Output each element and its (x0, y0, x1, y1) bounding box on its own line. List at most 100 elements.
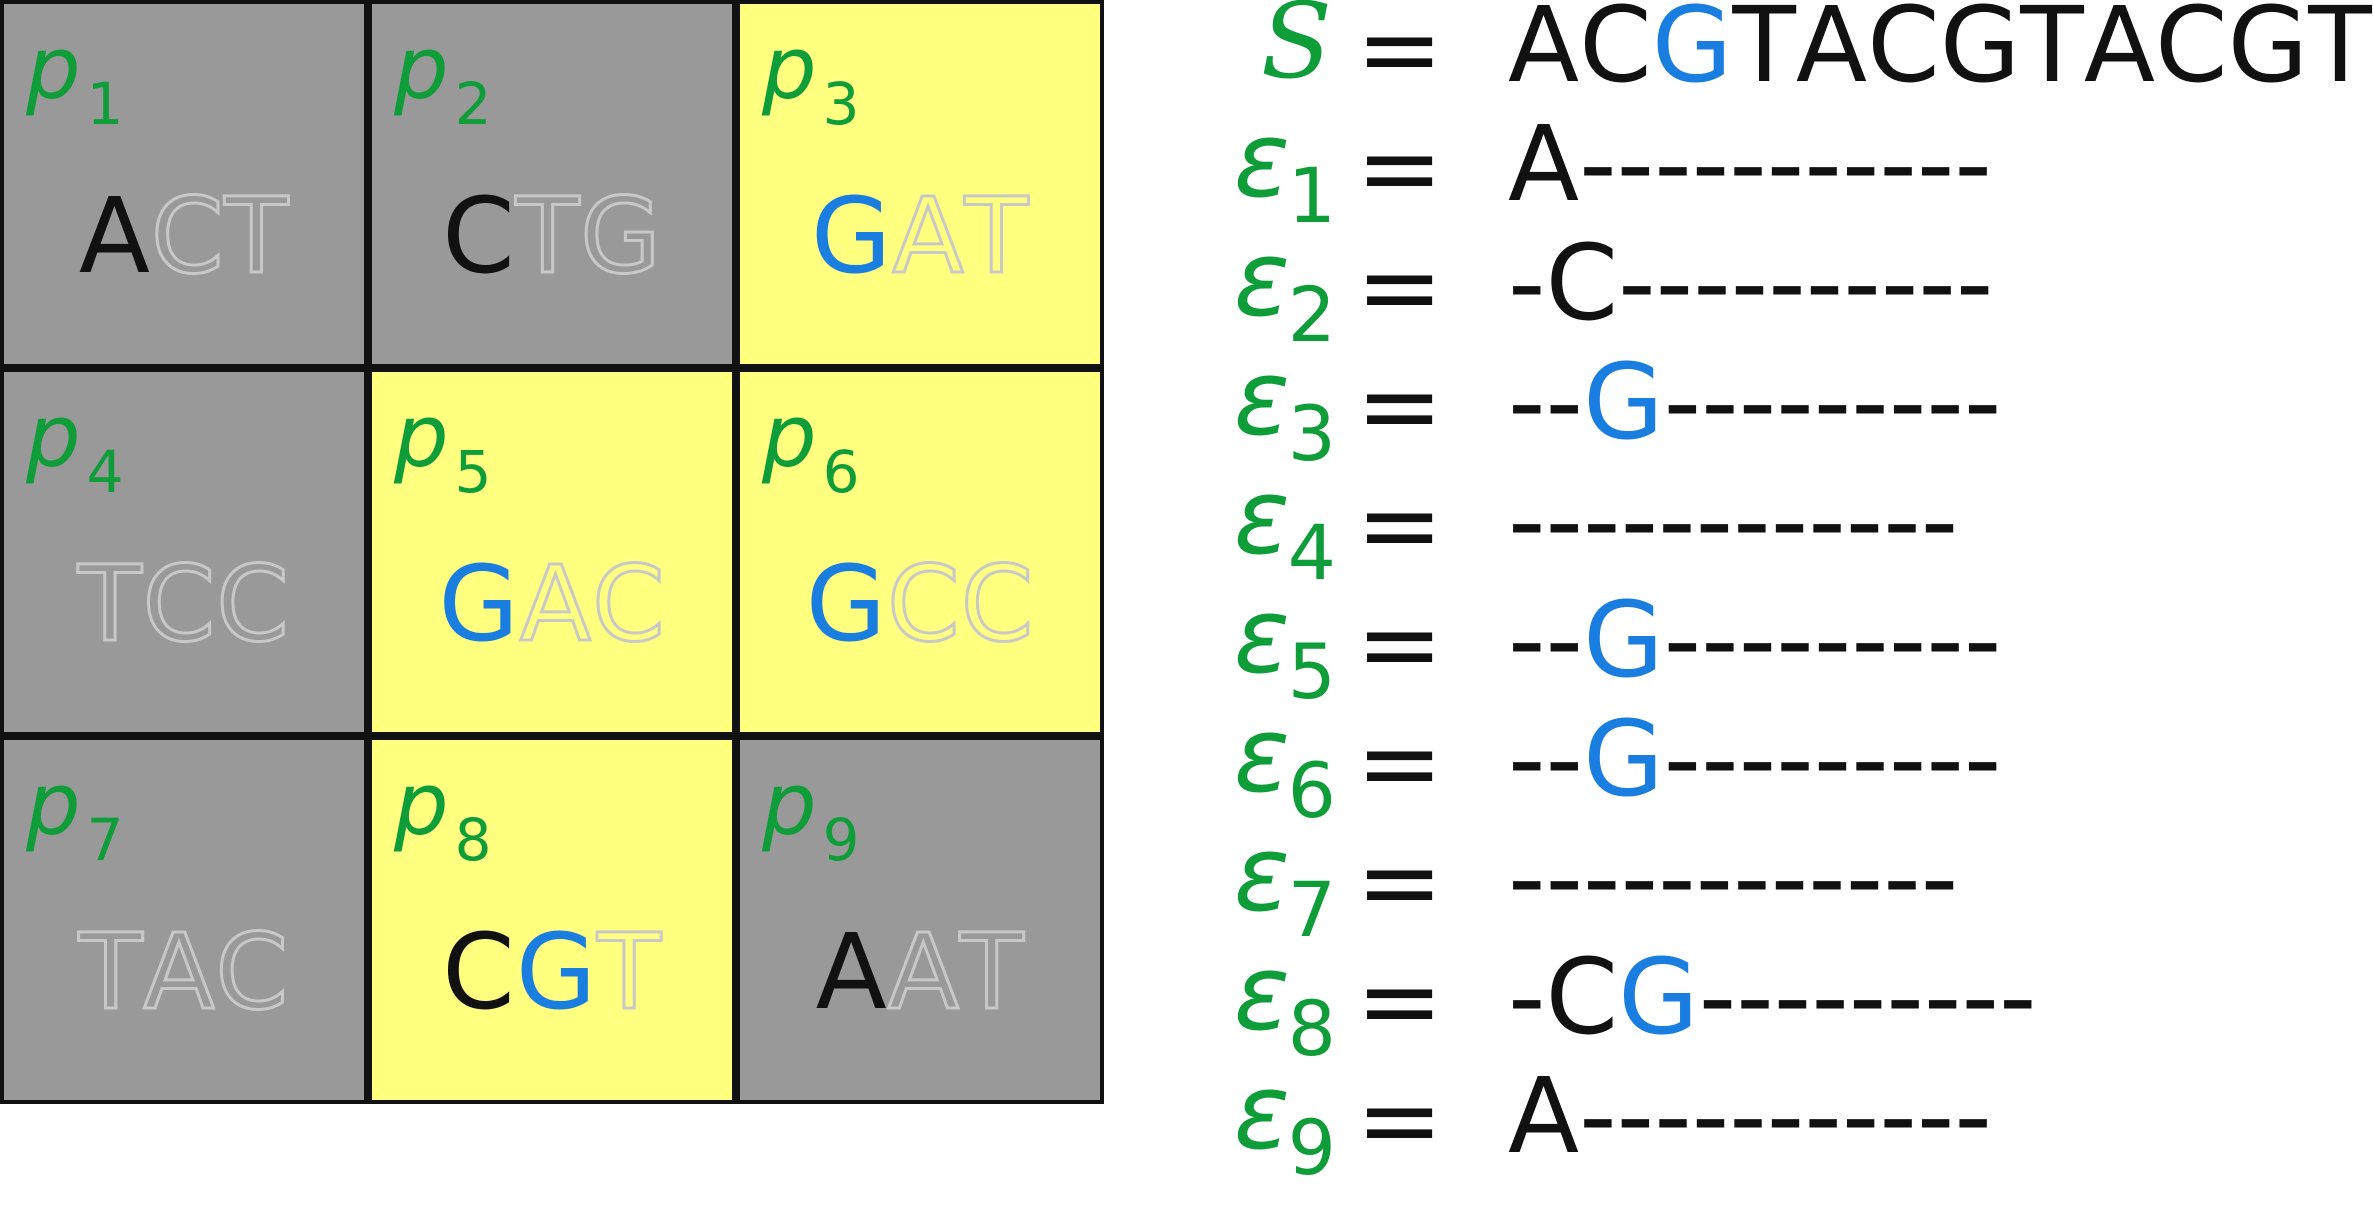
equation-subscript: 1 (1287, 151, 1336, 240)
triplet-letter: T (958, 911, 1025, 1033)
triplet-letter: T (514, 175, 581, 297)
cell-triplet: ACT (4, 175, 364, 297)
equation-symbol: ε (1233, 337, 1290, 459)
sequence-segment: ---------- (1618, 222, 1994, 344)
triplet-letter: A (891, 175, 965, 297)
equation-symbol: ε (1233, 1051, 1290, 1173)
equation-subscript: 5 (1287, 627, 1336, 716)
cell-label-symbol: p (762, 387, 817, 487)
equation-symbol: ε (1233, 575, 1290, 697)
triplet-letter: T (223, 175, 290, 297)
triplet-letter: G (810, 175, 893, 297)
equation-lhs: S (1160, 0, 1332, 110)
sequence-segment: -- (1508, 341, 1584, 463)
sequence-segment: A (1508, 103, 1580, 225)
equation-symbol: ε (1233, 932, 1290, 1054)
triplet-letter: A (78, 175, 151, 297)
sequence-segment: T (1732, 0, 1796, 106)
triplet-letter: C (886, 543, 962, 665)
equation-subscript: 7 (1287, 865, 1336, 954)
equation-sequence: --G--------- (1508, 585, 2001, 695)
triplet-letter: C (442, 911, 516, 1033)
equation-sequence: --G--------- (1508, 347, 2001, 457)
cell-label-symbol: p (26, 755, 81, 855)
equation-sequence: ------------ (1508, 466, 1958, 576)
equation-subscript: 3 (1287, 389, 1336, 478)
equation-subscript: 9 (1287, 1103, 1336, 1192)
cell-label-symbol: p (394, 387, 449, 487)
sequence-segment: A (1795, 0, 1868, 106)
sequence-segment: G (2227, 0, 2309, 106)
equals-sign: = (1356, 345, 1444, 467)
triplet-letter: A (518, 543, 593, 665)
equation-symbol: ε (1233, 456, 1290, 578)
cell-triplet: AAT (740, 911, 1100, 1033)
cell-triplet: GAC (372, 543, 732, 665)
sequence-segment: A (2083, 0, 2155, 106)
triplet-letter: T (77, 911, 144, 1033)
cell-label-subscript: 5 (454, 438, 492, 506)
sequence-segment: G (1583, 698, 1664, 820)
cell-label-symbol: p (394, 19, 449, 119)
equation-symbol: ε (1233, 813, 1290, 935)
sequence-segment: - (1508, 222, 1546, 344)
equals-sign: = (1356, 1059, 1444, 1181)
sequence-segment: ----------- (1579, 1055, 1992, 1177)
equation-subscript: 8 (1287, 984, 1336, 1073)
cell-triplet: TAC (4, 911, 364, 1033)
sequence-segment: C (2154, 0, 2228, 106)
cell-label-subscript: 7 (86, 806, 124, 874)
equation-sequence: --G--------- (1508, 704, 2001, 814)
equation-symbol: ε (1233, 99, 1290, 221)
cell-label-symbol: p (394, 755, 449, 855)
sequence-segment: C (1867, 0, 1940, 106)
sequence-segment: C (1579, 0, 1652, 106)
sequence-segment: -- (1508, 698, 1584, 820)
sequence-segment: ------------ (1508, 460, 1959, 582)
cell-triplet: CTG (372, 175, 732, 297)
cell-label-subscript: 9 (822, 806, 860, 874)
cell-label-symbol: p (762, 755, 817, 855)
equals-sign: = (1356, 702, 1444, 824)
sequence-segment: - (1508, 936, 1546, 1058)
equation-subscript: 6 (1287, 746, 1336, 835)
sequence-segment: G (1583, 341, 1664, 463)
sequence-segment: --------- (1663, 341, 2002, 463)
sequence-segment: G (1651, 0, 1733, 106)
cell-triplet: GAT (740, 175, 1100, 297)
triplet-letter: A (815, 911, 888, 1033)
equals-sign: = (1356, 583, 1444, 705)
sequence-segment: C (1545, 936, 1619, 1058)
cell-label-symbol: p (762, 19, 817, 119)
sequence-segment: ------------ (1508, 817, 1959, 939)
sequence-segment: G (1939, 0, 2021, 106)
sequence-segment: G (1618, 936, 1699, 1058)
cell-label-subscript: 8 (454, 806, 492, 874)
triplet-letter: T (77, 543, 144, 665)
equation-sequence: ACGTACGTACGT (1508, 0, 2372, 100)
triplet-letter: C (141, 543, 217, 665)
